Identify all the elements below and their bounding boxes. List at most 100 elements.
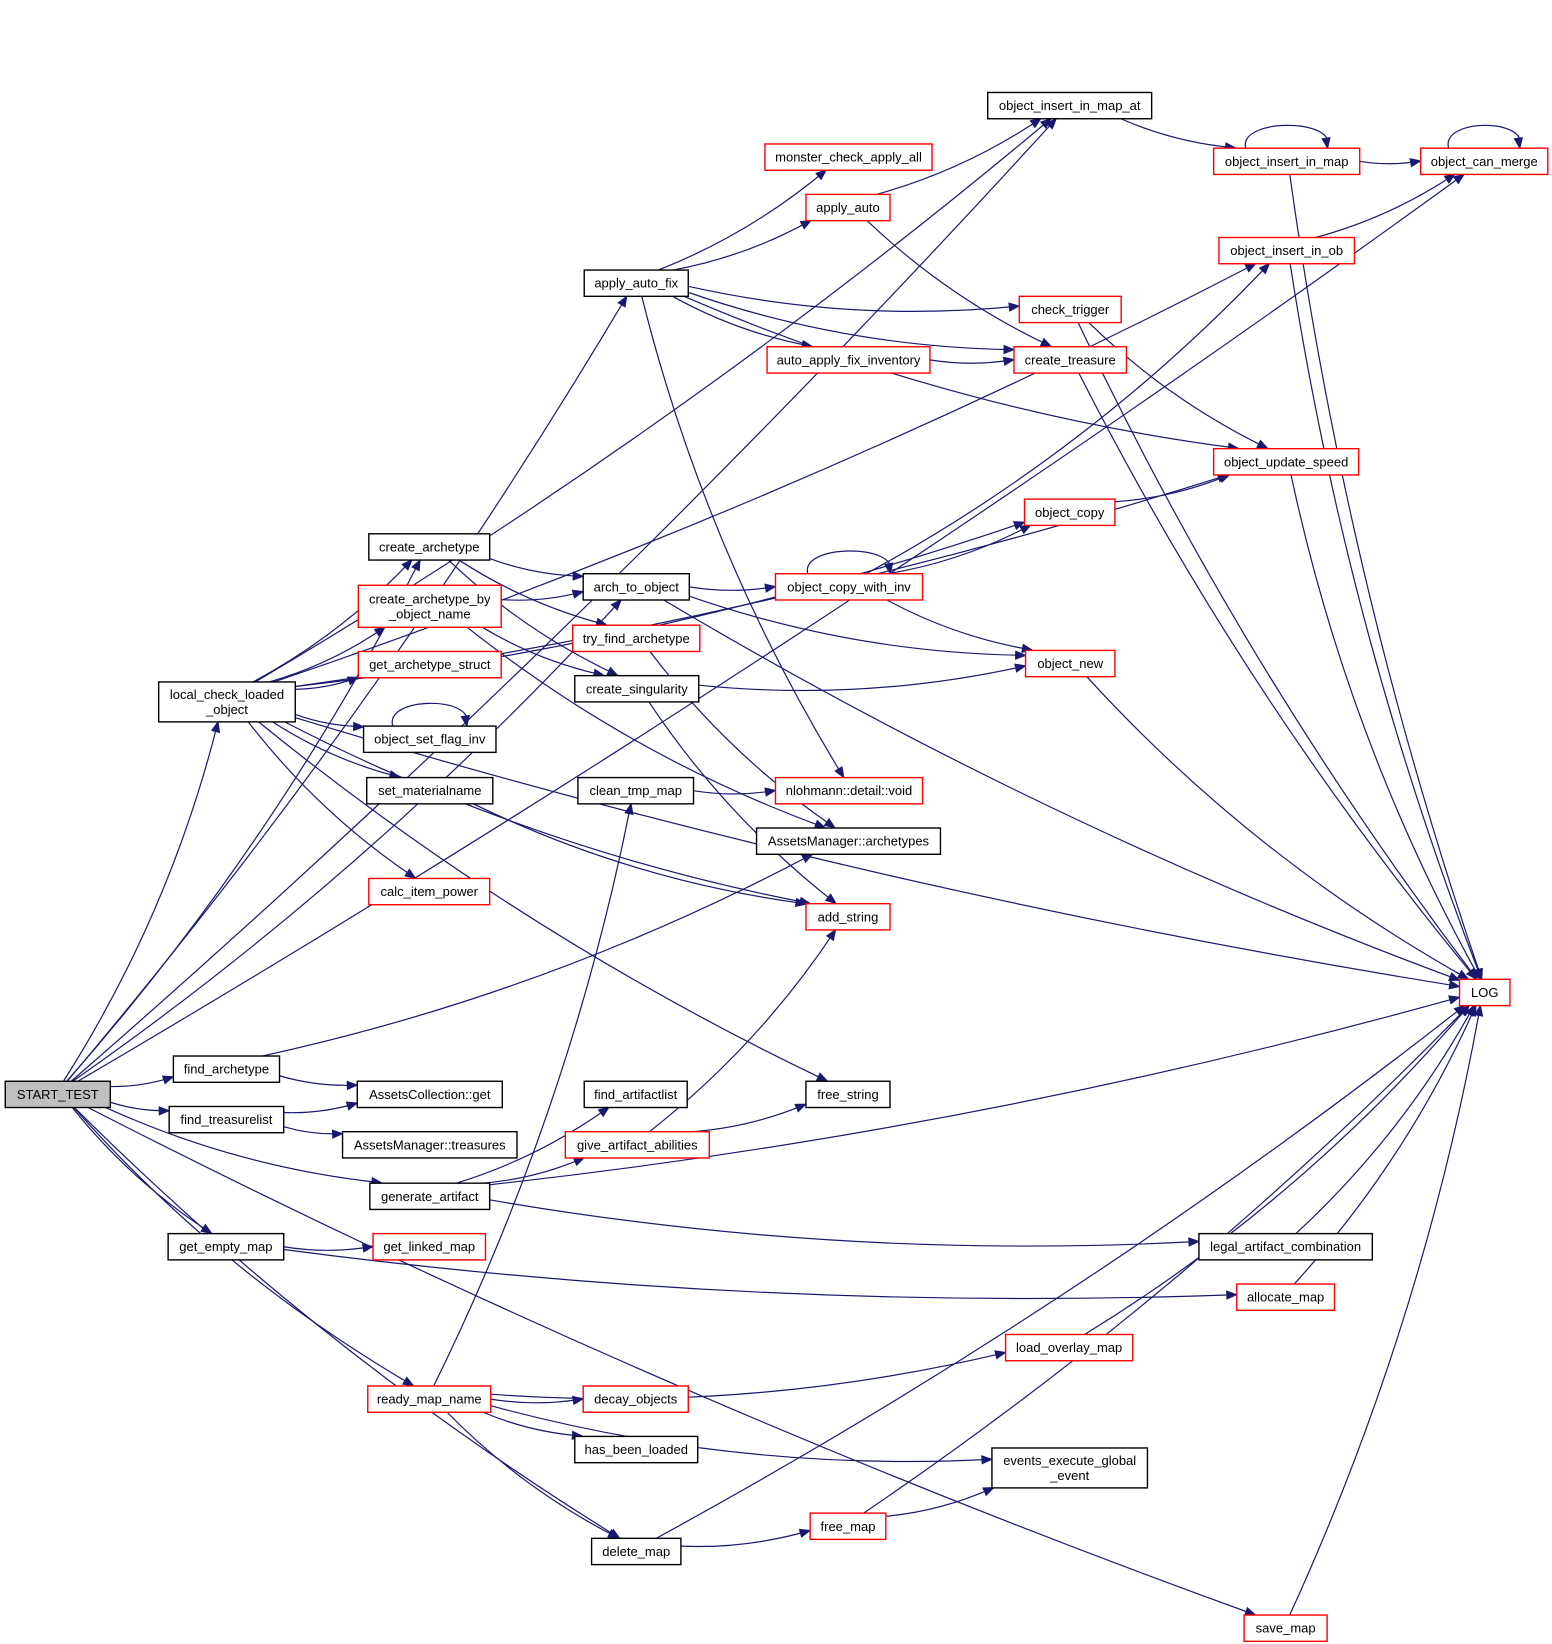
- node-label: auto_apply_fix_inventory: [777, 352, 921, 367]
- edge-apply-auto-fix-to-check-trigger-arrowhead: [1008, 302, 1021, 312]
- node-label: apply_auto: [816, 200, 880, 215]
- node-give-artifact-abilities[interactable]: give_artifact_abilities: [564, 1130, 710, 1159]
- node-free-string[interactable]: free_string: [805, 1080, 891, 1109]
- node-box: [1013, 346, 1128, 374]
- edge-get-empty-map-to-allocate-map-arrowhead: [1226, 1290, 1239, 1300]
- node-object-copy[interactable]: object_copy: [1023, 498, 1116, 527]
- node-object-insert-in-map[interactable]: object_insert_in_map: [1212, 147, 1361, 176]
- edge-local-check-loaded-object-to-create-archetype-by-object-name-arrowhead: [373, 626, 387, 637]
- edge-apply-auto-fix-to-create-treasure: [688, 291, 1013, 351]
- node-object-insert-in-map-at[interactable]: object_insert_in_map_at: [987, 91, 1153, 120]
- edge-object-copy-with-inv-to-object-copy: [887, 525, 1030, 575]
- edge-local-check-loaded-object-to-create-archetype-arrowhead: [401, 558, 413, 571]
- node-generate-artifact[interactable]: generate_artifact: [369, 1182, 491, 1211]
- node-find-artifactlist[interactable]: find_artifactlist: [583, 1080, 688, 1109]
- node-start-test[interactable]: START_TEST: [4, 1080, 112, 1109]
- edge-clean-tmp-map-to-nlohmann-void-arrowhead: [764, 787, 777, 797]
- node-object-new[interactable]: object_new: [1024, 649, 1116, 678]
- node-create-singularity[interactable]: create_singularity: [574, 674, 700, 703]
- node-label: delete_map: [602, 1544, 670, 1559]
- edge-auto-apply-fix-inventory-to-create-treasure: [929, 359, 1013, 364]
- node-box: [577, 776, 695, 805]
- node-decay-objects[interactable]: decay_objects: [582, 1385, 689, 1413]
- edge-local-check-loaded-object-to-calc-item-power-arrowhead: [404, 868, 417, 879]
- edge-apply-auto-to-object-insert-in-map-at: [876, 119, 1040, 195]
- node-free-map[interactable]: free_map: [809, 1512, 887, 1541]
- node-auto-apply-fix-inventory[interactable]: auto_apply_fix_inventory: [766, 346, 931, 374]
- node-load-overlay-map[interactable]: load_overlay_map: [1004, 1333, 1134, 1362]
- node-box: [805, 193, 891, 222]
- node-create-archetype[interactable]: create_archetype: [368, 533, 491, 561]
- node-nlohmann-void[interactable]: nlohmann::detail::void: [774, 776, 924, 805]
- node-find-archetype[interactable]: find_archetype: [172, 1055, 281, 1084]
- node-assetscollection-get[interactable]: AssetsCollection::get: [356, 1080, 503, 1109]
- node-set-materialname[interactable]: set_materialname: [366, 776, 494, 805]
- node-apply-auto[interactable]: apply_auto: [805, 193, 891, 222]
- node-monster-check-apply-all[interactable]: monster_check_apply_all: [764, 143, 933, 171]
- node-label: free_map: [821, 1519, 876, 1534]
- edge-start-test-to-local-check-loaded-object-arrowhead: [210, 720, 221, 734]
- node-box: [157, 681, 296, 723]
- node-get-linked-map[interactable]: get_linked_map: [372, 1232, 487, 1261]
- node-allocate-map[interactable]: allocate_map: [1236, 1283, 1336, 1312]
- node-ready-map-name[interactable]: ready_map_name: [367, 1385, 492, 1413]
- node-events-execute-global-event[interactable]: events_execute_global_event: [991, 1447, 1149, 1489]
- node-clean-tmp-map[interactable]: clean_tmp_map: [577, 776, 695, 805]
- edge-ready-map-name-to-load-overlay-map: [490, 1352, 1004, 1400]
- node-create-archetype-by-object-name[interactable]: create_archetype_by_object_name: [357, 584, 502, 629]
- edge-create-singularity-to-object-new: [698, 665, 1024, 692]
- edge-start-test-to-find-treasurelist-arrowhead: [158, 1106, 171, 1116]
- edge-local-check-loaded-object-to-calc-item-power: [247, 721, 415, 878]
- node-object-set-flag-inv[interactable]: object_set_flag_inv: [362, 725, 497, 754]
- node-box: [590, 1537, 682, 1566]
- node-get-empty-map[interactable]: get_empty_map: [167, 1232, 285, 1261]
- node-save-map[interactable]: save_map: [1243, 1614, 1328, 1643]
- node-log[interactable]: LOG: [1458, 978, 1511, 1007]
- node-label: try_find_archetype: [583, 631, 690, 646]
- node-label: give_artifact_abilities: [577, 1137, 698, 1152]
- node-local-check-loaded-object[interactable]: local_check_loaded_object: [157, 681, 296, 723]
- node-box: [1018, 295, 1122, 324]
- edge-get-empty-map-to-allocate-map: [283, 1248, 1235, 1300]
- edge-start-test-to-delete-map: [73, 1107, 619, 1538]
- node-label: nlohmann::detail::void: [786, 783, 912, 798]
- edge-create-archetype-by-object-name-to-assetsmanager-archetypes: [466, 626, 824, 828]
- node-label: get_archetype_struct: [369, 657, 491, 672]
- edge-ready-map-name-to-load-overlay-map-arrowhead: [994, 1350, 1007, 1360]
- edge-ready-map-name-to-events-execute-global-event-arrowhead: [981, 1455, 994, 1465]
- node-box: [167, 1232, 285, 1261]
- node-label: create_archetype_by: [369, 591, 491, 606]
- node-apply-auto-fix[interactable]: apply_auto_fix: [583, 269, 689, 298]
- node-assetsmanager-archetypes[interactable]: AssetsManager::archetypes: [755, 827, 942, 855]
- node-check-trigger[interactable]: check_trigger: [1018, 295, 1122, 324]
- node-label: object_copy_with_inv: [787, 579, 911, 594]
- node-assetsmanager-treasures[interactable]: AssetsManager::treasures: [341, 1130, 518, 1159]
- edge-ready-map-name-to-decay-objects-arrowhead: [572, 1395, 585, 1406]
- node-get-archetype-struct[interactable]: get_archetype_struct: [357, 650, 502, 679]
- edge-start-test-to-arch-to-object: [72, 600, 621, 1082]
- node-label: ready_map_name: [377, 1392, 482, 1407]
- node-delete-map[interactable]: delete_map: [590, 1537, 682, 1566]
- node-object-can-merge[interactable]: object_can_merge: [1419, 147, 1549, 176]
- edge-give-artifact-abilities-to-add-string: [649, 931, 835, 1133]
- edge-create-archetype-to-create-singularity-arrowhead: [606, 666, 619, 676]
- edge-apply-auto-to-object-insert-in-map-at-arrowhead: [1029, 117, 1043, 129]
- edge-start-test-to-object-can-merge-arrowhead: [1452, 173, 1466, 185]
- node-find-treasurelist[interactable]: find_treasurelist: [168, 1105, 285, 1134]
- node-object-update-speed[interactable]: object_update_speed: [1212, 447, 1360, 476]
- node-box: [564, 1130, 710, 1159]
- edge-object-insert-in-ob-to-object-can-merge-arrowhead: [1443, 173, 1457, 184]
- node-label: free_string: [817, 1087, 878, 1102]
- node-box: [372, 1232, 487, 1261]
- node-create-treasure[interactable]: create_treasure: [1013, 346, 1128, 374]
- node-legal-artifact-combination[interactable]: legal_artifact_combination: [1198, 1232, 1374, 1261]
- node-object-insert-in-ob[interactable]: object_insert_in_ob: [1218, 236, 1356, 265]
- node-calc-item-power[interactable]: calc_item_power: [368, 877, 491, 906]
- node-add-string[interactable]: add_string: [805, 902, 891, 931]
- edge-local-check-loaded-object-to-object-insert-in-ob: [273, 263, 1255, 683]
- node-box: [367, 1385, 492, 1413]
- node-object-copy-with-inv[interactable]: object_copy_with_inv: [774, 573, 924, 601]
- node-try-find-archetype[interactable]: try_find_archetype: [571, 624, 701, 653]
- node-arch-to-object[interactable]: arch_to_object: [582, 573, 691, 601]
- node-has-been-loaded[interactable]: has_been_loaded: [574, 1435, 699, 1464]
